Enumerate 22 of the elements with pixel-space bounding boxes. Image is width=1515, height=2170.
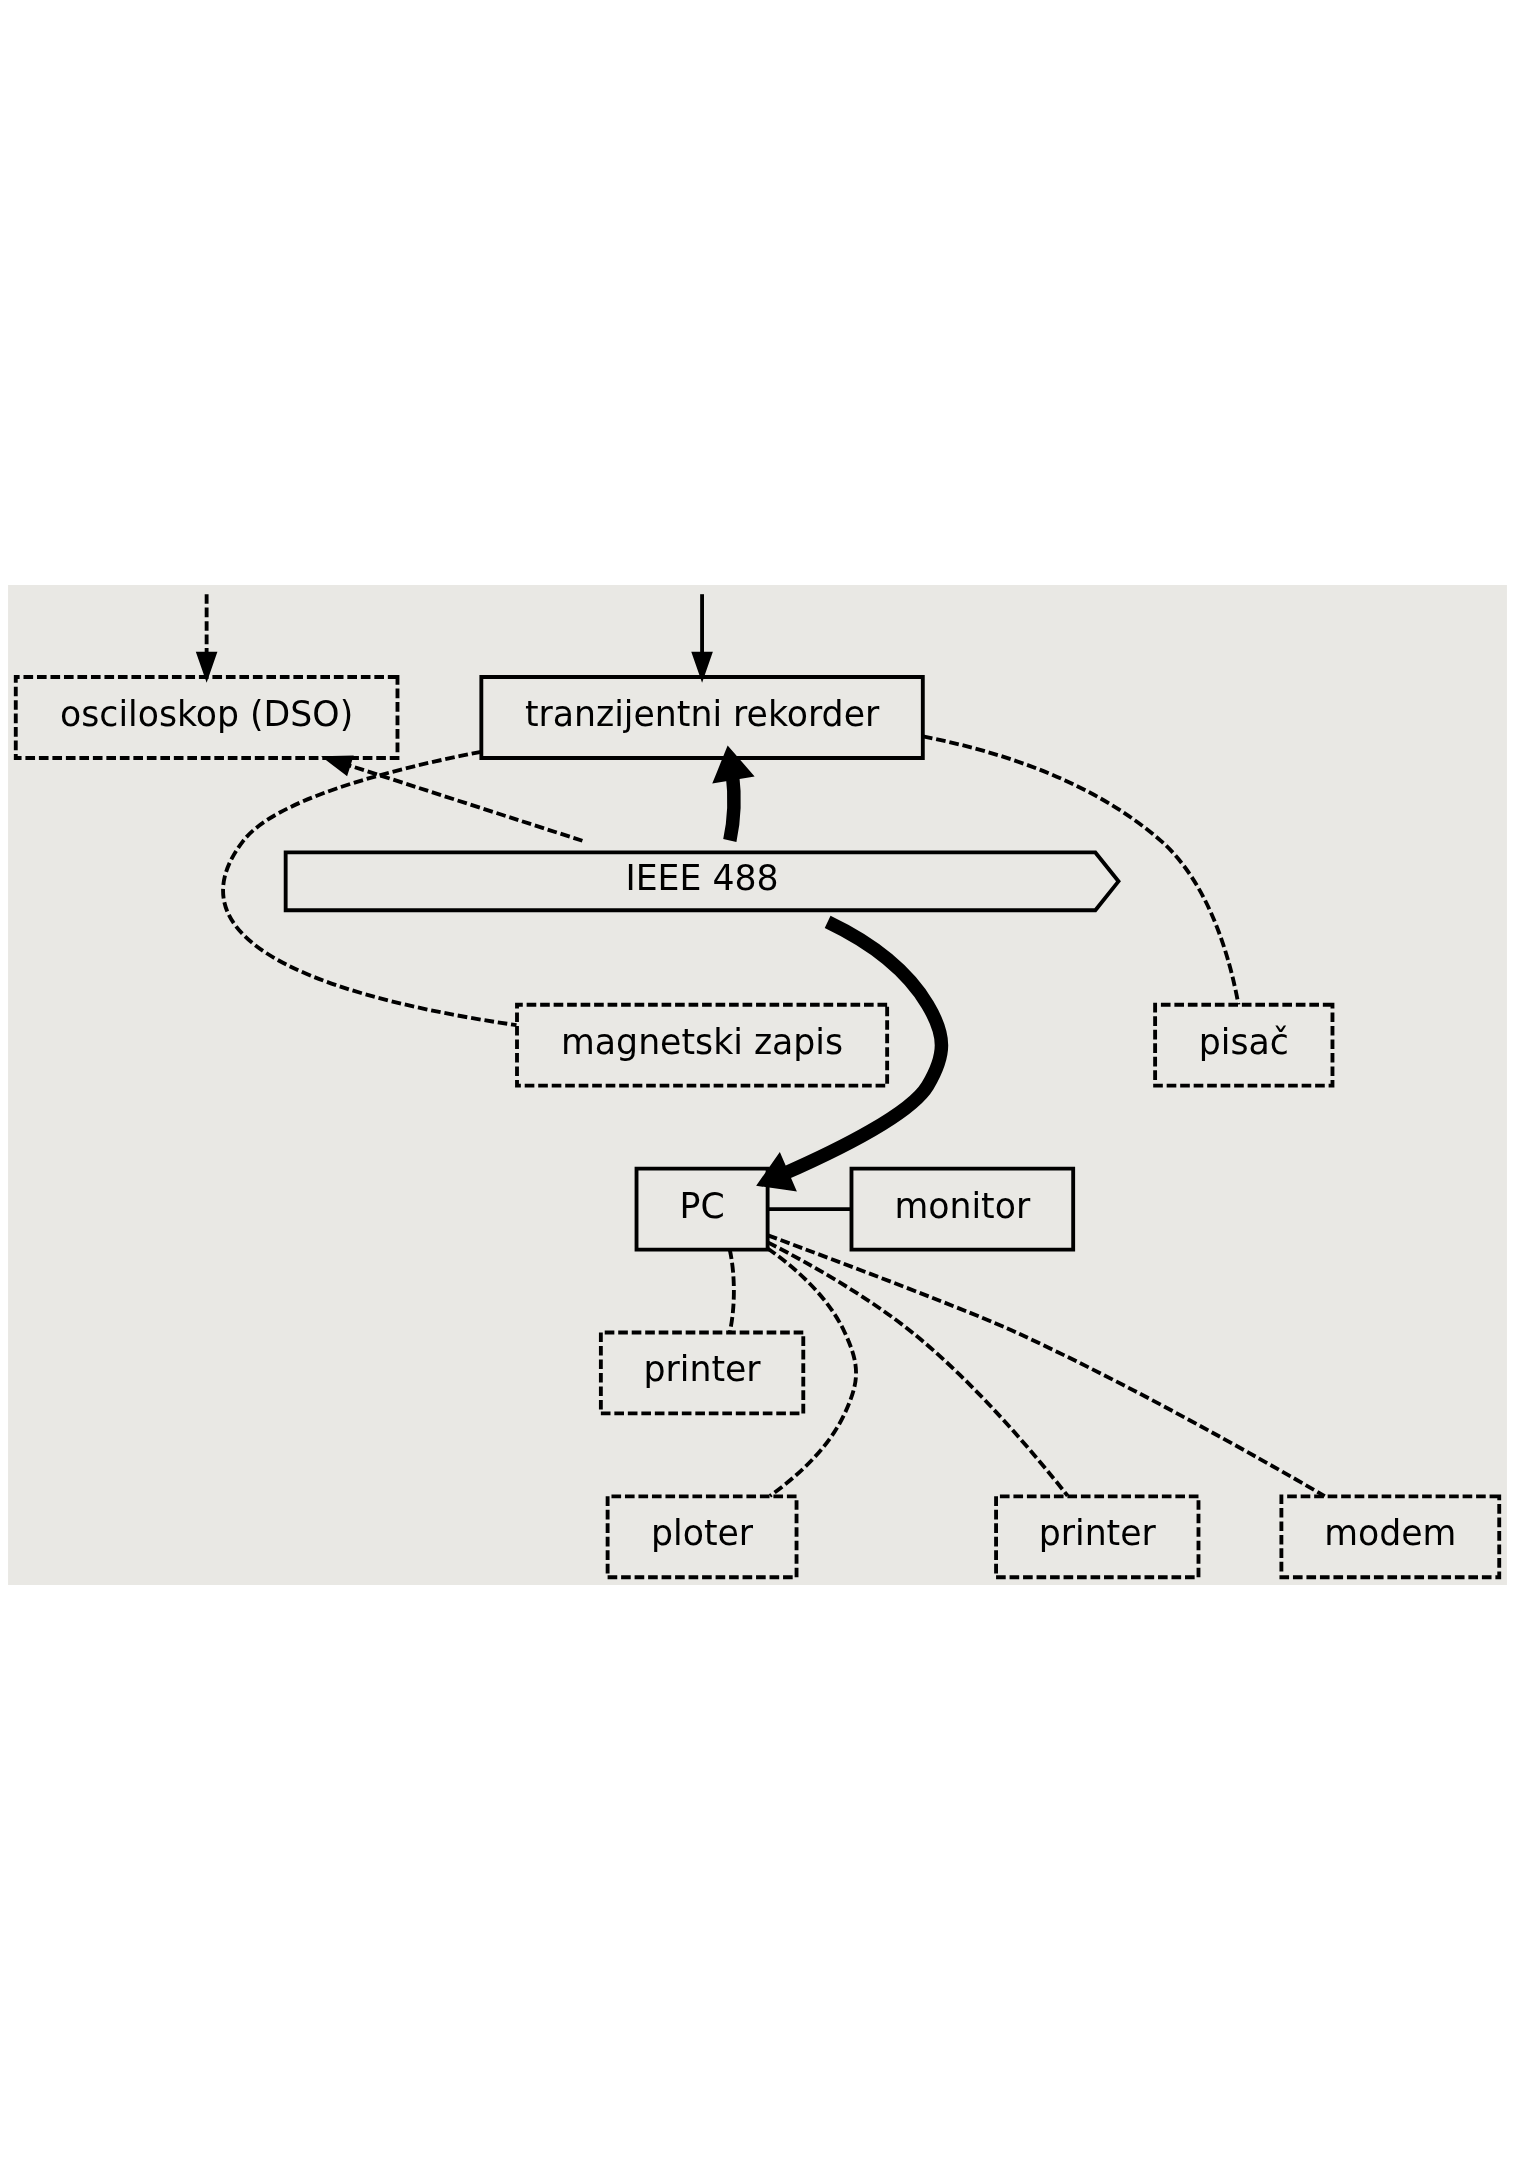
connector: [767, 1233, 1326, 1498]
node-box: PC: [634, 1166, 770, 1252]
node-box: monitor: [849, 1166, 1076, 1252]
node-box: tranzijentni rekorder: [479, 675, 925, 760]
node-box: printer: [598, 1330, 806, 1416]
node-box: ploter: [605, 1494, 799, 1580]
connector: [766, 1246, 858, 1498]
node-box: printer: [994, 1494, 1201, 1580]
arrow: [712, 745, 755, 842]
connector: [922, 734, 1241, 1005]
connector: [767, 1207, 852, 1211]
arrow: [321, 755, 583, 843]
node-box: pisač: [1153, 1002, 1335, 1088]
node-box: magnetski zapis: [515, 1002, 890, 1088]
arrow: [691, 594, 713, 683]
connector: [727, 1249, 736, 1333]
node-box: osciloskop (DSO): [13, 675, 400, 760]
connector: [221, 749, 517, 1028]
node-box: modem: [1279, 1494, 1502, 1580]
connector: [767, 1240, 1070, 1497]
arrow: [195, 594, 218, 683]
arrow: [756, 915, 949, 1192]
